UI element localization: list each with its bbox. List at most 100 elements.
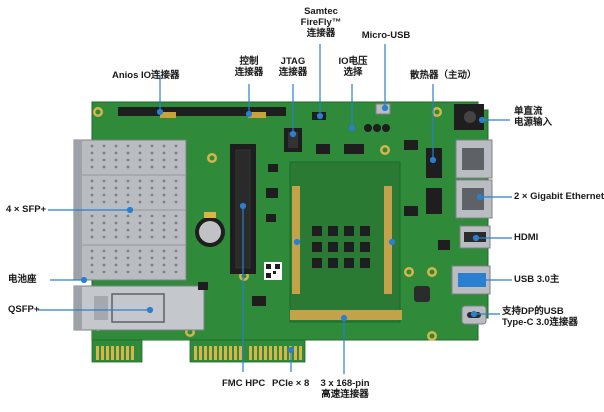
vent-hole	[90, 228, 94, 232]
vent-hole	[114, 158, 118, 162]
vent-hole	[126, 193, 130, 197]
vent-hole	[90, 214, 94, 218]
vent-hole	[102, 151, 106, 155]
label-jtag-line2: 连接器	[278, 67, 308, 78]
label-io-voltage-line1: IO电压	[338, 56, 368, 67]
vent-hole	[174, 179, 178, 183]
vent-hole	[162, 263, 166, 267]
vent-hole	[138, 165, 142, 169]
ethernet-ports	[455, 139, 493, 219]
label-hdmi: HDMI	[514, 232, 539, 243]
memory-chip	[312, 242, 322, 252]
vent-hole	[114, 235, 118, 239]
vent-hole	[150, 228, 154, 232]
vent-hole	[174, 256, 178, 260]
vent-hole	[162, 256, 166, 260]
label-gigabit-ethernet: 2 × Gigabit Ethernet	[514, 191, 604, 202]
jtag-header	[284, 128, 302, 152]
qr-code	[264, 262, 282, 280]
vent-hole	[162, 179, 166, 183]
pcie-fingers	[96, 346, 302, 360]
memory-chip	[328, 258, 338, 268]
label-fmc-hpc: FMC HPC	[222, 378, 266, 389]
vent-hole	[138, 200, 142, 204]
vent-hole	[138, 256, 142, 260]
vent-hole	[90, 256, 94, 260]
vent-hole	[114, 214, 118, 218]
vent-hole	[138, 186, 142, 190]
vent-hole	[90, 249, 94, 253]
vent-hole	[90, 165, 94, 169]
vent-hole	[174, 228, 178, 232]
memory-chip	[344, 242, 354, 252]
inductor	[414, 286, 430, 302]
vent-hole	[114, 179, 118, 183]
label-control-line2: 连接器	[234, 67, 264, 78]
vent-hole	[90, 151, 94, 155]
vent-hole	[90, 186, 94, 190]
vent-hole	[114, 228, 118, 232]
vent-hole	[102, 221, 106, 225]
memory-chip	[360, 226, 370, 236]
vent-hole	[138, 193, 142, 197]
vent-hole	[126, 144, 130, 148]
label-samtec-line2: FireFly™	[300, 17, 342, 28]
vent-hole	[162, 165, 166, 169]
vent-hole	[90, 235, 94, 239]
vent-hole	[126, 214, 130, 218]
vent-hole	[138, 144, 142, 148]
vent-hole	[102, 263, 106, 267]
vent-hole	[174, 263, 178, 267]
memory-chip	[312, 258, 322, 268]
vent-hole	[162, 235, 166, 239]
label-pcie-x8: PCIe × 8	[272, 378, 310, 389]
vent-hole	[90, 263, 94, 267]
misc-components	[198, 140, 450, 306]
vent-hole	[162, 270, 166, 274]
label-hs-line2: 高速连接器	[321, 389, 369, 400]
vent-hole	[150, 165, 154, 169]
vent-hole	[150, 221, 154, 225]
sfp-vent-holes	[90, 144, 178, 274]
vent-hole	[162, 228, 166, 232]
vent-hole	[174, 151, 178, 155]
vent-hole	[102, 179, 106, 183]
memory-chip	[344, 226, 354, 236]
anios-header	[118, 107, 286, 118]
memory-chips	[312, 226, 370, 268]
vent-hole	[138, 235, 142, 239]
memory-chip	[312, 226, 322, 236]
label-jtag-line1: JTAG	[280, 56, 306, 67]
vent-hole	[126, 200, 130, 204]
vent-hole	[174, 186, 178, 190]
vent-hole	[174, 221, 178, 225]
label-usb-typec-dp: 支持DP的USB Type-C 3.0连接器	[502, 306, 578, 328]
vent-hole	[114, 151, 118, 155]
vent-hole	[150, 270, 154, 274]
vent-hole	[90, 158, 94, 162]
vent-hole	[114, 221, 118, 225]
vent-hole	[126, 256, 130, 260]
label-jtag-connector: JTAG 连接器	[276, 56, 310, 78]
vent-hole	[174, 200, 178, 204]
vent-hole	[126, 158, 130, 162]
label-control-connector: 控制 连接器	[234, 56, 264, 78]
vent-hole	[102, 158, 106, 162]
dc-jack	[454, 104, 484, 130]
vent-hole	[126, 186, 130, 190]
vent-hole	[174, 144, 178, 148]
vent-hole	[174, 235, 178, 239]
label-dc-line2: 电源输入	[514, 117, 553, 128]
memory-chip	[328, 242, 338, 252]
vent-hole	[174, 214, 178, 218]
vent-hole	[138, 263, 142, 267]
vent-hole	[174, 270, 178, 274]
vent-hole	[126, 270, 130, 274]
label-samtec-line1: Samtec	[304, 6, 338, 17]
vent-hole	[162, 249, 166, 253]
vent-hole	[114, 249, 118, 253]
vent-hole	[150, 151, 154, 155]
vent-hole	[162, 214, 166, 218]
